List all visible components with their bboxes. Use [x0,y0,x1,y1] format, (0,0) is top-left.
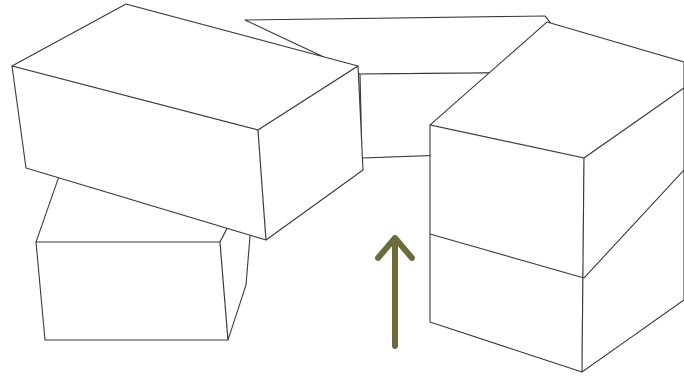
up-arrow [378,238,412,346]
